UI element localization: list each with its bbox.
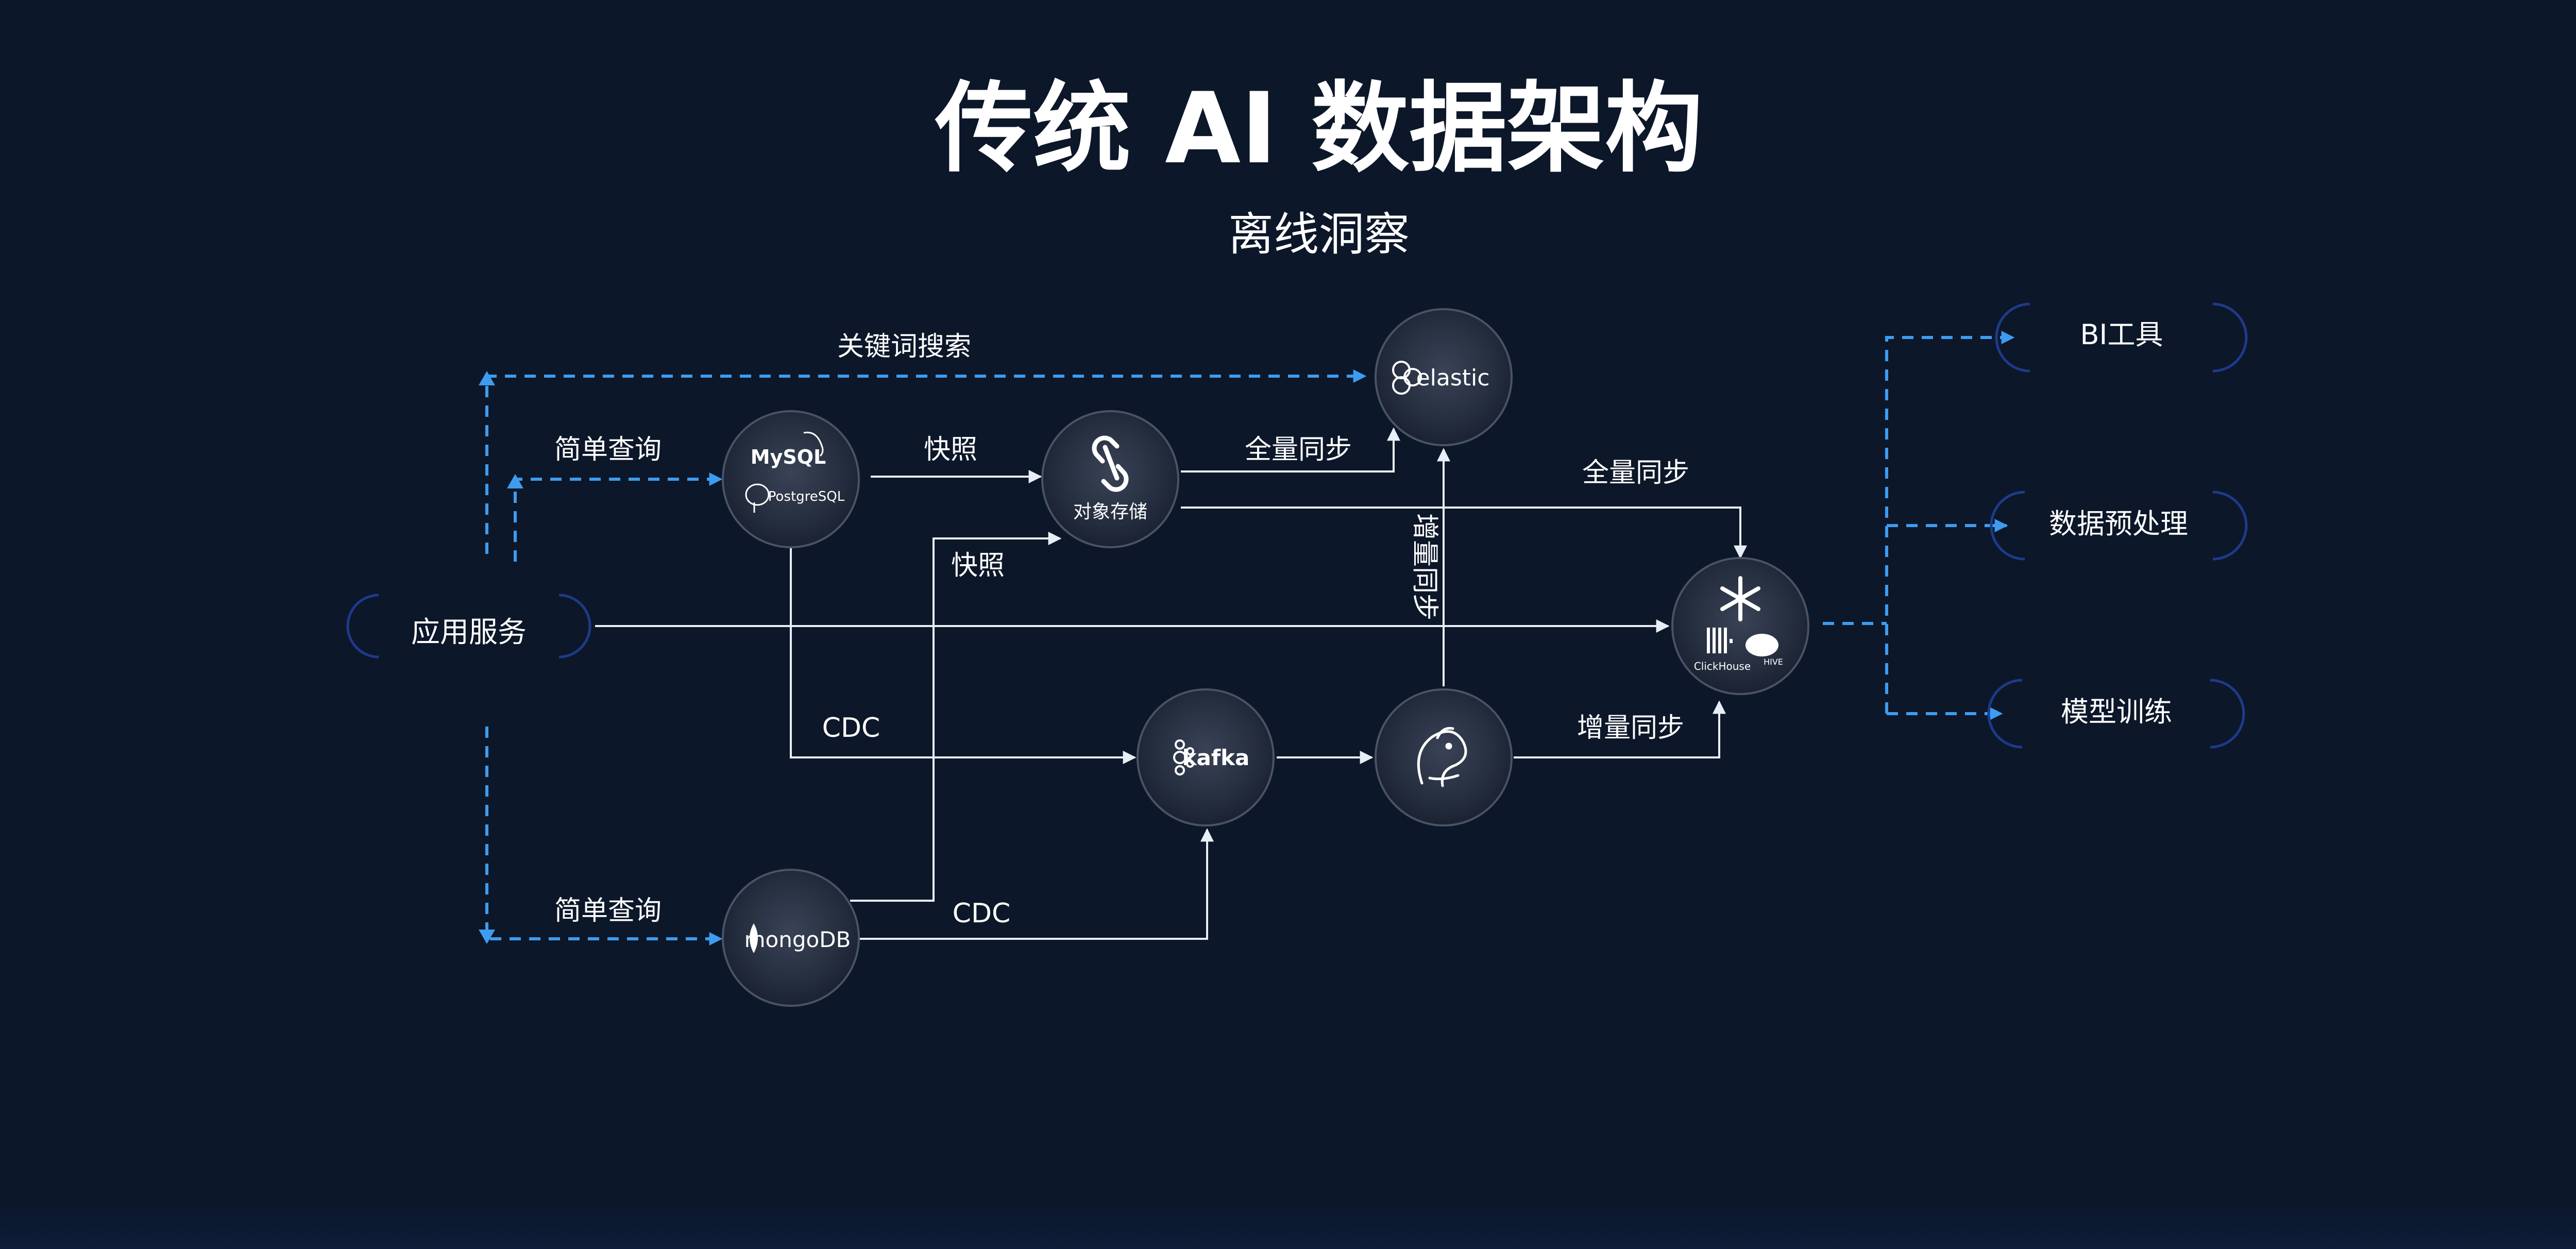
- edge-incremental: [1514, 700, 1726, 758]
- mongodb-leaf-icon: [750, 923, 758, 953]
- page-subtitle: 离线洞察: [1228, 208, 1410, 261]
- edge-cdc-2: [859, 828, 1214, 940]
- kafka-node[interactable]: kafka: [1137, 688, 1275, 826]
- app-service-label: 应用服务: [411, 616, 527, 649]
- clickhouse-label: ClickHouse: [1694, 660, 1751, 672]
- warehouse-node[interactable]: HIVE ClickHouse: [1671, 557, 1809, 695]
- label-cdc-1: CDC: [822, 713, 880, 744]
- elastic-node[interactable]: elastic: [1375, 308, 1513, 446]
- output-preprocess-label: 数据预处理: [2049, 508, 2188, 540]
- object-storage-label: 对象存储: [1073, 501, 1147, 522]
- mongodb-node[interactable]: mongoDB: [722, 869, 860, 1007]
- mysql-postgres-node[interactable]: MySQL PostgreSQL: [722, 410, 860, 548]
- edge-cdc-1: [790, 546, 1137, 764]
- app-service-node[interactable]: 应用服务: [346, 594, 591, 659]
- object-storage-node[interactable]: 对象存储: [1041, 410, 1179, 548]
- mongodb-label: mongoDB: [744, 927, 851, 952]
- hive-icon: HIVE: [1745, 634, 1783, 667]
- edge-simple-query-top: [514, 472, 723, 562]
- dolphin-icon: [803, 431, 824, 457]
- edge-bi: [1885, 331, 2015, 714]
- output-bi-label: BI工具: [2080, 318, 2163, 351]
- solid-edges: [595, 427, 1747, 940]
- mysql-logo-text: MySQL: [751, 446, 826, 468]
- edge-full-sync-1: [1181, 427, 1400, 472]
- elastic-label: elastic: [1416, 365, 1490, 391]
- hive-label: HIVE: [1764, 657, 1783, 667]
- output-bi-tools[interactable]: BI工具: [1995, 302, 2248, 373]
- label-snapshot-2: 快照: [951, 550, 1005, 581]
- label-full-sync-2: 全量同步: [1582, 458, 1689, 488]
- label-full-sync-1: 全量同步: [1245, 434, 1352, 465]
- clickhouse-icon: [1707, 628, 1733, 653]
- elastic-icon: [1392, 361, 1422, 395]
- label-keyword-search: 关键词搜索: [837, 331, 971, 362]
- dashed-arrow-heads: [479, 371, 523, 944]
- output-model-training[interactable]: 模型训练: [1987, 679, 2245, 749]
- link-icon: [1092, 435, 1129, 492]
- edge-labels: 关键词搜索 简单查询 简单查询 快照 快照 全量同步 全量同步 增量同步 CDC…: [554, 331, 1689, 929]
- kafka-label: kafka: [1182, 745, 1250, 770]
- edge-full-sync-2: [1181, 507, 1747, 559]
- elephant-icon: [745, 483, 770, 513]
- bottom-band: [0, 1201, 2576, 1249]
- label-cdc-2: CDC: [953, 898, 1011, 929]
- label-incremental-sync: 增量同步: [1577, 713, 1684, 744]
- output-preprocess[interactable]: 数据预处理: [1990, 491, 2248, 561]
- flink-node[interactable]: [1375, 688, 1513, 826]
- page-title: 传统 AI 数据架构: [935, 72, 1703, 185]
- label-simple-query-bottom: 简单查询: [554, 896, 662, 926]
- label-incremental-sync-vertical: 增量同步: [1409, 513, 1440, 620]
- label-snapshot-1: 快照: [924, 434, 977, 465]
- flink-squirrel-icon: [1417, 727, 1467, 787]
- postgres-logo-text: PostgreSQL: [768, 489, 845, 504]
- kafka-icon: [1173, 739, 1194, 775]
- output-train-label: 模型训练: [2061, 696, 2172, 728]
- label-simple-query-top: 简单查询: [554, 434, 662, 465]
- snowflake-icon: [1720, 576, 1760, 621]
- edge-snapshot-2: [850, 532, 1062, 902]
